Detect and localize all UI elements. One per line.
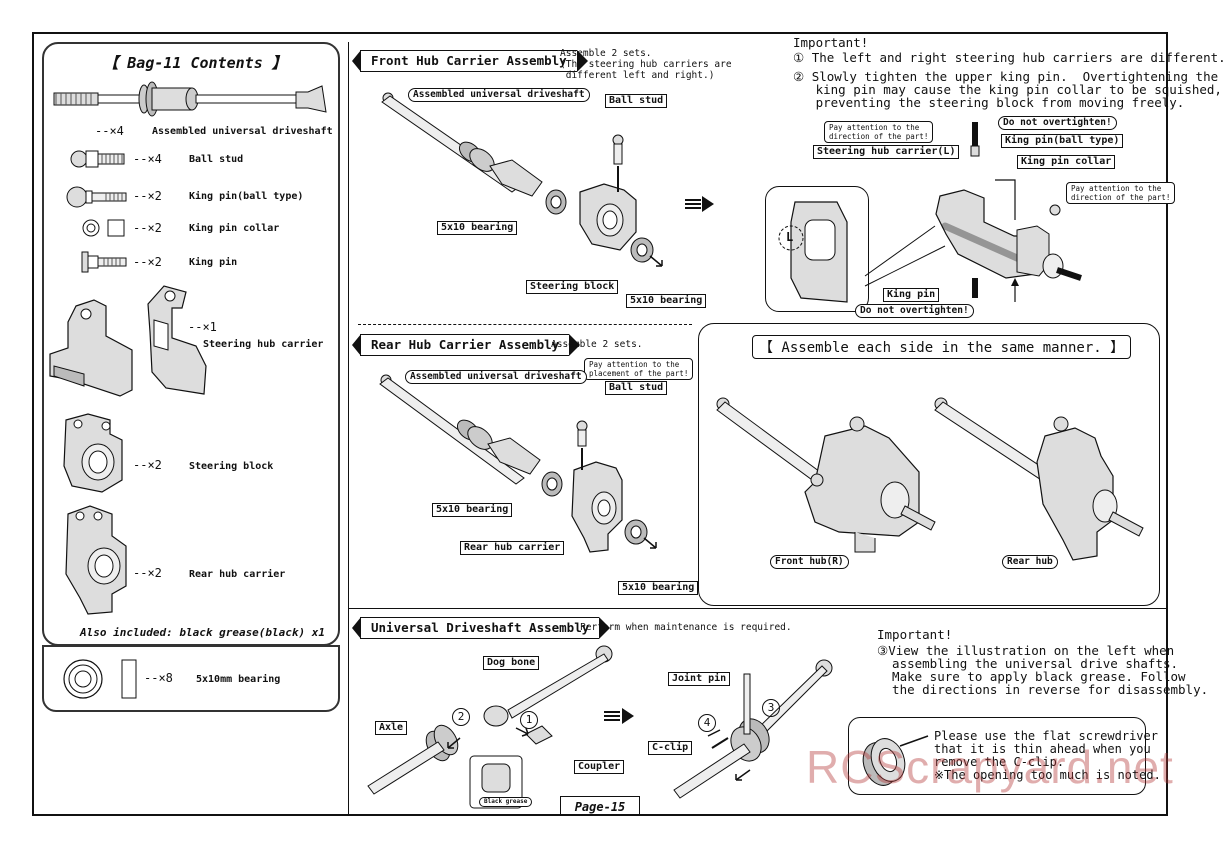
- detail-closeup-drawing: [778, 122, 1082, 303]
- page-frame: [32, 32, 1168, 816]
- universal-section-title: Universal Driveshaft Assembly: [351, 617, 611, 639]
- page-number: Page-15: [560, 796, 640, 816]
- rear-section-note: Assemble 2 sets.: [551, 339, 643, 350]
- same-manner-rear-hub: Rear hub: [1002, 555, 1058, 569]
- also-included: Also included: black grease(black) x1: [80, 626, 326, 639]
- front-label-bearing1: 5x10 bearing: [437, 221, 518, 235]
- same-manner-front-hub: Front hub(R): [770, 555, 849, 569]
- front-assembly-drawing: [381, 92, 714, 267]
- rear-label-ball-stud: Ball stud: [605, 381, 668, 395]
- step-number-2: 2: [452, 708, 470, 726]
- qty-driveshaft: --×4: [95, 124, 124, 138]
- same-manner-drawing: [716, 397, 1144, 561]
- qty-ball-stud: --×4: [133, 152, 162, 166]
- front-label-bearing2: 5x10 bearing: [626, 294, 707, 308]
- name-king-pin: King pin: [189, 257, 238, 268]
- detail-pay-attention1: Pay attention to the direction of the pa…: [824, 121, 934, 143]
- universal-divider: [348, 608, 1168, 609]
- name-steering-block: Steering block: [189, 461, 274, 472]
- same-manner-panel: [698, 323, 1160, 606]
- detail-do-not-overtighten1: Do not overtighten!: [998, 116, 1117, 130]
- name-bearing: 5x10mm bearing: [196, 674, 281, 685]
- rear-label-bearing2: 5x10 bearing: [618, 581, 699, 595]
- name-driveshaft: Assembled universal driveshaft: [152, 126, 333, 137]
- universal-section-note: Perform when maintenance is required.: [580, 622, 792, 633]
- steering-hub-carrier-icon: [49, 285, 207, 397]
- name-ball-stud: Ball stud: [189, 154, 244, 165]
- qty-steering-block: --×2: [133, 458, 162, 472]
- important2-heading: Important!: [877, 627, 953, 642]
- same-manner-title: 【 Assemble each side in the same manner.…: [752, 335, 1132, 359]
- front-label-steering-block: Steering block: [526, 280, 619, 294]
- name-king-pin-ball: King pin(ball type): [189, 191, 304, 202]
- qty-king-pin-collar: --×2: [133, 221, 162, 235]
- detail-steering-hub-l: Steering hub carrier(L): [813, 145, 960, 159]
- tip-drawing: [862, 735, 929, 786]
- front-section-note: Assemble 2 sets. (The steering hub carri…: [560, 48, 732, 81]
- universal-label-black-grease: Black grease: [479, 797, 533, 807]
- bearing-icon: [63, 659, 137, 699]
- qty-rear-hub-carrier: --×2: [133, 566, 162, 580]
- detail-king-pin-ball: King pin(ball type): [1001, 134, 1124, 148]
- king-pin-icon: [81, 251, 127, 273]
- tip-box: [848, 717, 1146, 795]
- detail-l-mark: L: [786, 230, 794, 244]
- rear-label-driveshaft: Assembled universal driveshaft: [405, 370, 587, 384]
- name-king-pin-collar: King pin collar: [189, 223, 280, 234]
- driveshaft-icon: [53, 81, 327, 117]
- universal-label-coupler: Coupler: [574, 760, 625, 774]
- rear-hub-carrier-icon: [65, 505, 127, 615]
- ball-stud-icon: [70, 150, 125, 168]
- universal-drawing: [367, 645, 833, 809]
- universal-label-c-clip: C-clip: [648, 741, 693, 755]
- important1-heading: Important!: [793, 35, 869, 50]
- watermark: RCScrapyard.net: [806, 741, 1174, 793]
- rear-section-title: Rear Hub Carrier Assembly: [351, 334, 581, 356]
- step-number-3: 3: [762, 699, 780, 717]
- important1-line2: ② Slowly tighten the upper king pin. Ove…: [793, 69, 1222, 110]
- king-pin-ball-icon: [66, 186, 127, 208]
- universal-label-dog-bone: Dog bone: [483, 656, 540, 670]
- detail-king-pin-collar: King pin collar: [1017, 155, 1116, 169]
- qty-steering-hub-carrier: --×1: [188, 320, 217, 334]
- name-rear-hub-carrier: Rear hub carrier: [189, 569, 286, 580]
- qty-king-pin-ball: --×2: [133, 189, 162, 203]
- universal-label-joint-pin: Joint pin: [668, 672, 731, 686]
- contents-title: 【 Bag-11 Contents 】: [103, 54, 287, 72]
- important2-text: ③View the illustration on the left when …: [877, 643, 1209, 697]
- rear-label-bearing1: 5x10 bearing: [432, 503, 513, 517]
- step-number-4: 4: [698, 714, 716, 732]
- rear-assembly-drawing: [379, 374, 657, 553]
- qty-bearing: --×8: [144, 671, 173, 685]
- rear-pay-attention: Pay attention to the placement of the pa…: [584, 358, 694, 380]
- detail-king-pin: King pin: [883, 288, 940, 302]
- front-label-ball-stud: Ball stud: [605, 94, 668, 108]
- tip-text: Please use the flat screwdriver that it …: [934, 729, 1161, 782]
- steering-block-icon: [63, 413, 123, 493]
- rear-label-rear-hub-carrier: Rear hub carrier: [460, 541, 565, 555]
- name-steering-hub-carrier: Steering hub carrier: [203, 339, 324, 350]
- step-number-1: 1: [520, 711, 538, 729]
- king-pin-collar-icon: [82, 219, 125, 237]
- universal-label-axle: Axle: [375, 721, 408, 735]
- front-label-driveshaft: Assembled universal driveshaft: [408, 88, 590, 102]
- detail-closeup-box: [765, 186, 869, 312]
- qty-king-pin: --×2: [133, 255, 162, 269]
- front-section-title: Front Hub Carrier Assembly: [352, 50, 588, 72]
- left-vertical-divider: [348, 42, 349, 816]
- section-divider: [358, 324, 692, 325]
- bearing-panel: [42, 645, 340, 712]
- important1-line1: ① The left and right steering hub carrie…: [793, 50, 1226, 65]
- detail-pay-attention2: Pay attention to the direction of the pa…: [1066, 182, 1176, 204]
- detail-do-not-overtighten2: Do not overtighten!: [855, 304, 974, 318]
